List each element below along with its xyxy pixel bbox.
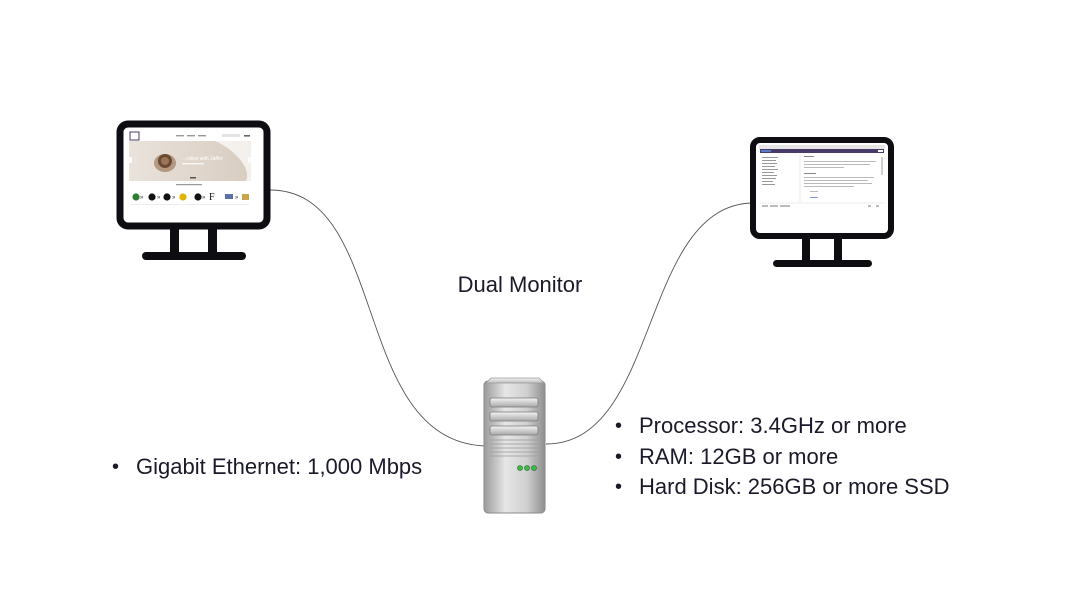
network-spec-list: Gigabit Ethernet: 1,000 Mbps [112,452,422,483]
cable-left [269,189,486,447]
svg-text:»: » [235,195,239,201]
svg-text:»: » [172,195,176,201]
right-screen-content [759,145,885,231]
server-tower-icon [483,377,546,514]
svg-text:»: » [157,195,161,201]
diagram-title: Dual Monitor [457,272,583,297]
hardware-spec-processor: Processor: 3.4GHz or more [615,411,950,442]
svg-text:»: » [202,195,206,201]
left-screen-hero-text: ...rative with Jaffer [182,156,223,162]
hardware-spec-list: Processor: 3.4GHz or more RAM: 12GB or m… [615,411,950,503]
hardware-spec-disk: Hard Disk: 256GB or more SSD [615,472,950,503]
left-monitor-icon: ...rative with Jaffer » » » » F » [116,120,271,260]
left-screen-content: ...rative with Jaffer » » » » F » [127,131,260,219]
right-monitor-icon [750,137,894,267]
svg-text:F: F [209,192,215,203]
svg-text:»: » [140,195,144,201]
hardware-spec-ram: RAM: 12GB or more [615,442,950,473]
cable-right [545,202,753,445]
network-spec-item: Gigabit Ethernet: 1,000 Mbps [112,452,422,483]
